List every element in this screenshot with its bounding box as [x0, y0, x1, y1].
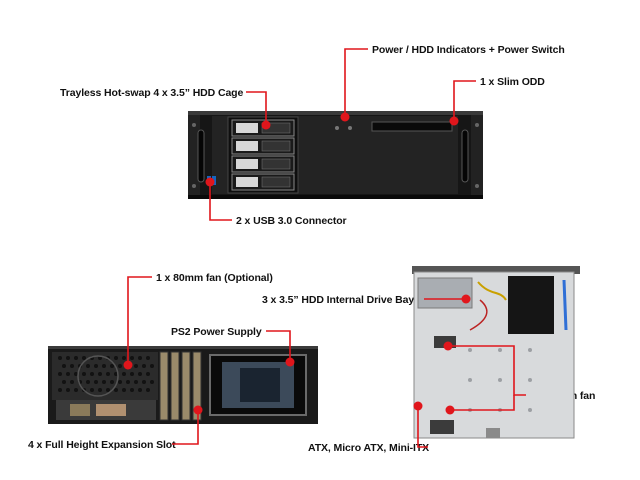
leader-line	[450, 395, 515, 411]
callout-expansion: 4 x Full Height Expansion Slot	[28, 439, 176, 451]
slim-odd-bay	[371, 121, 453, 132]
red-dot-marker	[461, 294, 471, 304]
red-dot-marker	[340, 112, 350, 122]
internal-drive-cage	[417, 277, 473, 309]
callout-hdd-cage: Trayless Hot-swap 4 x 3.5” HDD Cage	[60, 87, 244, 99]
inside-front-bezel	[412, 266, 580, 274]
callout-ps2-supply: PS2 Power Supply	[171, 326, 262, 338]
handle-right	[461, 129, 469, 183]
red-dot-marker	[285, 357, 295, 367]
leader-line	[246, 91, 267, 124]
rear-chassis	[48, 346, 318, 424]
handle-left	[197, 129, 205, 183]
rack-ear-right	[471, 115, 483, 195]
callout-fan-optional: 1 x 80mm fan (Optional)	[156, 272, 273, 284]
red-dot-marker	[261, 120, 271, 130]
fan-vent-grill	[52, 352, 158, 400]
callout-power-indicators: Power / HDD Indicators + Power Switch	[372, 44, 565, 56]
red-dot-marker	[449, 116, 459, 126]
red-dot-marker	[413, 401, 423, 411]
leader-line	[172, 410, 199, 445]
callout-usb: 2 x USB 3.0 Connector	[236, 215, 347, 227]
rack-ear-left	[188, 115, 200, 195]
red-dot-marker	[445, 405, 455, 415]
leader-line	[266, 330, 291, 362]
inside-chassis	[412, 266, 580, 439]
leader-line	[344, 48, 368, 116]
indicator-led	[348, 126, 352, 130]
leader-line	[127, 276, 152, 364]
internal-fan	[430, 420, 454, 434]
indicator-led	[335, 126, 339, 130]
callout-board: ATX, Micro ATX, Mini-ITX	[308, 442, 430, 454]
red-dot-marker	[205, 177, 215, 187]
front-chassis	[188, 111, 483, 199]
leader-line	[417, 406, 428, 448]
leader-line	[453, 80, 476, 121]
red-dot-marker	[193, 405, 203, 415]
red-dot-markers	[123, 112, 471, 415]
red-dot-marker	[123, 360, 133, 370]
red-dot-marker	[443, 341, 453, 351]
callout-slim-odd: 1 x Slim ODD	[480, 76, 545, 88]
inside-psu	[508, 276, 554, 334]
expansion-slots	[159, 351, 202, 421]
leader-line	[209, 182, 232, 221]
leader-line	[448, 345, 526, 396]
leader-lines	[127, 48, 526, 448]
fan-mount-ring	[77, 355, 119, 397]
callout-drive-bay: 3 x 3.5” HDD Internal Drive Bay	[262, 294, 415, 306]
